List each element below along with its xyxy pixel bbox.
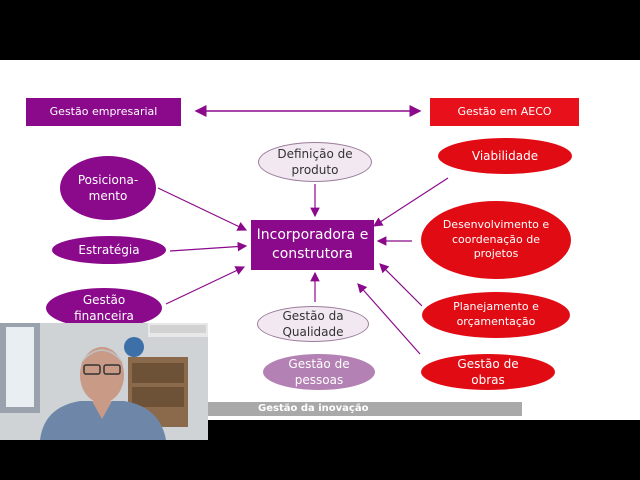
gestao-qualidade-label: Gestão da Qualidade [273, 308, 353, 340]
planejamento-label: Planejamento e orçamentação [435, 300, 557, 330]
gestao-financeira-label: Gestão financeira [64, 292, 144, 324]
gestao-pessoas-label: Gestão de pessoas [279, 356, 359, 388]
gestao-aeco-box: Gestão em AECO [430, 98, 579, 126]
viabilidade-node: Viabilidade [438, 138, 572, 174]
gestao-aeco-label: Gestão em AECO [457, 105, 551, 120]
webcam-video [0, 323, 208, 440]
desenvolvimento-node: Desenvolvimento e coordenação de projeto… [421, 201, 571, 279]
definicao-produto-node: Definição de produto [258, 142, 372, 182]
gestao-obras-node: Gestão de obras [421, 354, 555, 390]
gestao-pessoas-node: Gestão de pessoas [263, 354, 375, 390]
desenvolvimento-label: Desenvolvimento e coordenação de projeto… [437, 218, 555, 263]
posicionamento-label: Posiciona-mento [73, 172, 143, 204]
estrategia-label: Estratégia [78, 242, 139, 258]
gestao-financeira-node: Gestão financeira [46, 288, 162, 328]
posicionamento-node: Posiciona-mento [60, 156, 156, 220]
gestao-empresarial-label: Gestão empresarial [50, 105, 158, 120]
gestao-empresarial-box: Gestão empresarial [26, 98, 181, 126]
gestao-inovacao-label: Gestão da inovação [258, 403, 368, 414]
incorporadora-construtora-node: Incorporadora e construtora [251, 220, 374, 270]
arrow-financeira [166, 267, 244, 304]
center-label: Incorporadora e construtora [257, 226, 369, 264]
gestao-qualidade-node: Gestão da Qualidade [257, 306, 369, 342]
gestao-obras-label: Gestão de obras [448, 356, 528, 388]
arrow-posicionamento [158, 188, 246, 230]
viabilidade-label: Viabilidade [472, 148, 538, 164]
estrategia-node: Estratégia [52, 236, 166, 264]
planejamento-node: Planejamento e orçamentação [422, 292, 570, 338]
definicao-produto-label: Definição de produto [275, 146, 355, 178]
webcam-scene [0, 323, 208, 440]
arrow-planejamento [380, 264, 422, 306]
gestao-inovacao-bar: Gestão da inovação [208, 402, 522, 416]
arrow-estrategia [170, 246, 246, 251]
